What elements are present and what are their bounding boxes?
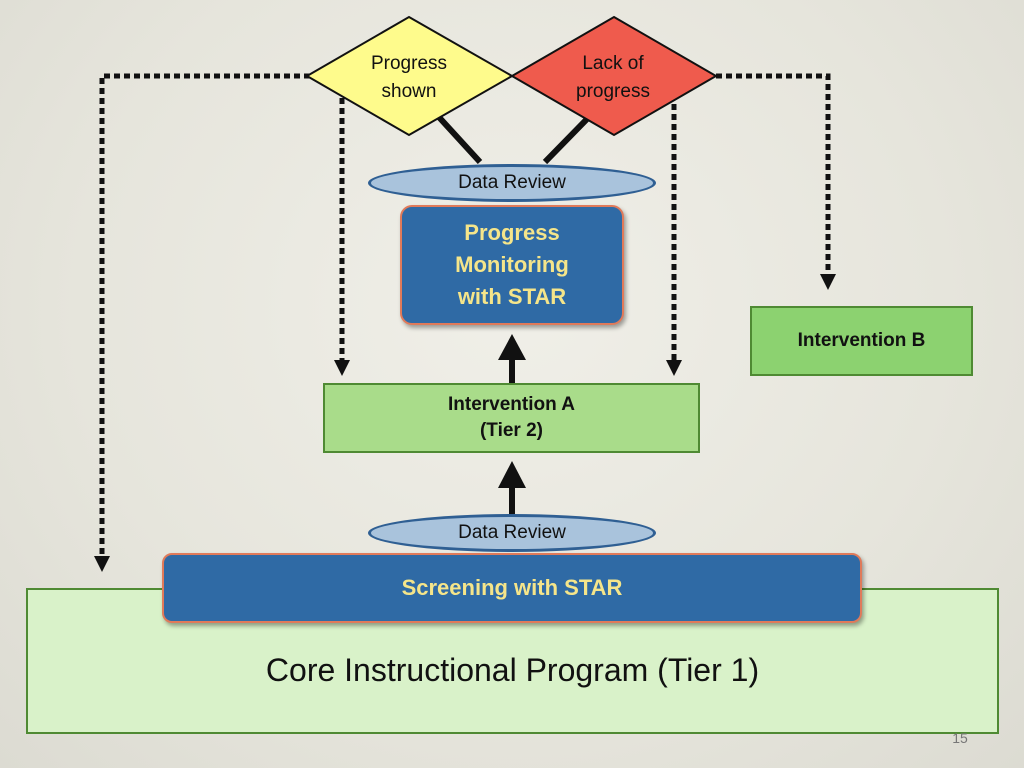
slide-number: 15 [940, 728, 980, 748]
screening-label: Screening with STAR [401, 575, 623, 600]
intervention-a-label: Intervention A (Tier 2) [447, 394, 576, 441]
data-review-top-label: Data Review [458, 172, 566, 193]
arrowhead-review-to-intA [498, 461, 526, 488]
data-review-bottom-label: Data Review [458, 522, 566, 543]
data-review-bottom: Data Review [368, 514, 656, 552]
data-review-top: Data Review [368, 164, 656, 202]
connector-progress-to-review [434, 112, 483, 165]
arrowhead-lack-to-intA [666, 360, 682, 376]
intervention-b-label: Intervention B [797, 330, 926, 351]
progress-shown-label: Progress shown [349, 48, 469, 108]
progress-monitoring-box: Progress Monitoring with STAR [400, 205, 624, 325]
lack-of-progress-label: Lack of progress [553, 48, 673, 108]
dotted-path-to-core [99, 73, 310, 556]
arrowhead-to-intB [820, 274, 836, 290]
dotted-path-to-intB [716, 73, 831, 274]
arrowhead-intA-to-pm [498, 334, 526, 360]
progress-monitoring-label: Progress Monitoring with STAR [455, 220, 569, 309]
screening-box: Screening with STAR [162, 553, 862, 623]
progress-shown-text: Progress shown [370, 53, 448, 102]
intervention-a-box: Intervention A (Tier 2) [323, 383, 700, 453]
arrowhead-progress-to-intA [334, 360, 350, 376]
progress-shown-diamond [305, 15, 515, 137]
connector-lack-to-review [542, 115, 591, 165]
lack-of-progress-text: Lack of progress [576, 53, 650, 102]
arrowhead-to-core [94, 556, 110, 572]
slide-number-text: 15 [952, 730, 968, 746]
intervention-b-box: Intervention B [750, 306, 973, 376]
lack-of-progress-diamond [510, 15, 718, 137]
core-program-label: Core Instructional Program (Tier 1) [265, 652, 760, 688]
